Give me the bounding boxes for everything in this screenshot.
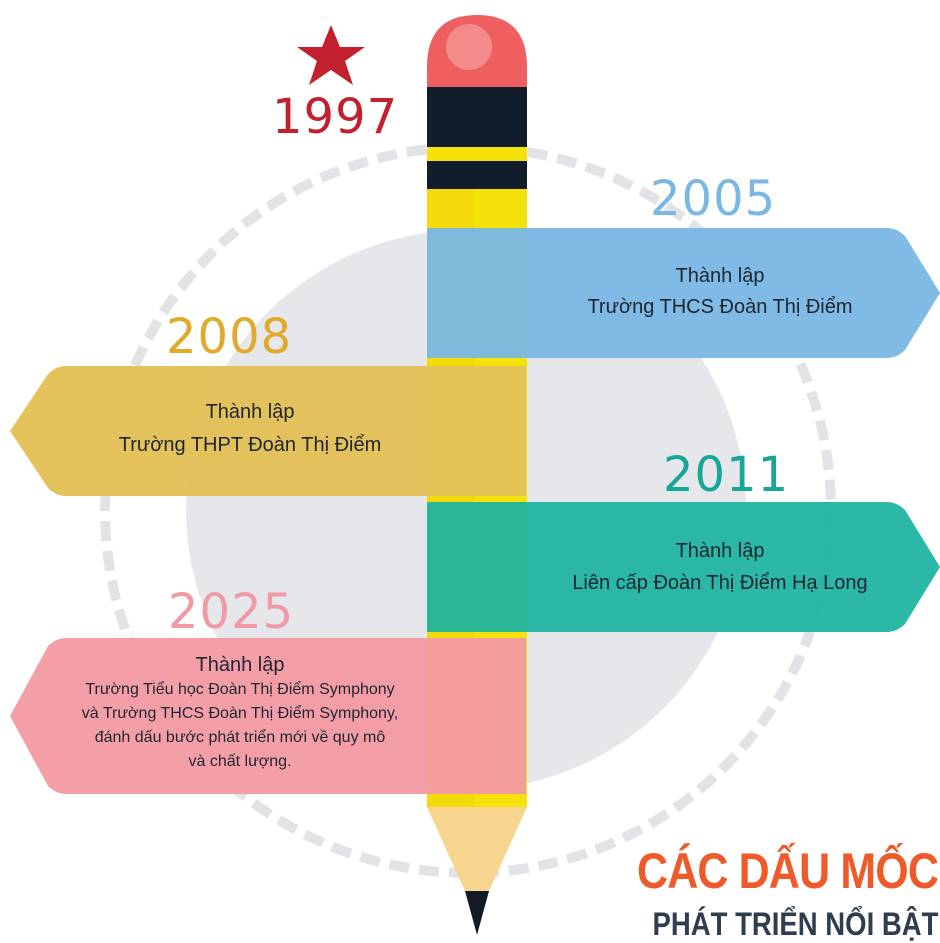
banner-2005-text: Thành lập Trường THCS Đoàn Thị Điểm — [540, 261, 900, 323]
year-2025: 2025 — [168, 584, 295, 640]
banner-2025-line2: Trường Tiểu học Đoàn Thị Điểm Symphony — [85, 681, 395, 698]
banner-2005-line2: Trường THCS Đoàn Thị Điểm — [587, 296, 853, 318]
year-1997: 1997 — [272, 89, 399, 145]
banner-2005 — [427, 228, 940, 358]
banner-2025-line4: đánh dấu bước phát triển mới về quy mô — [94, 729, 386, 746]
banner-2011-line2: Liên cấp Đoàn Thị Điểm Hạ Long — [572, 572, 868, 594]
year-2005: 2005 — [650, 171, 777, 227]
banner-2008-line1: Thành lập — [205, 401, 295, 423]
year-2008: 2008 — [166, 309, 293, 365]
banner-2008 — [10, 366, 526, 496]
banner-2025-line5: và chất lượng. — [188, 753, 292, 770]
title-line1: CÁC DẤU MỐC — [636, 843, 939, 899]
banner-2025-line1: Thành lập — [195, 654, 285, 676]
banner-2025-line3: và Trường THCS Đoàn Thị Điểm Symphony, — [81, 705, 399, 722]
title-line2: PHÁT TRIỂN NỔI BẬT — [652, 906, 938, 942]
banner-2005-line1: Thành lập — [675, 265, 765, 287]
banner-2011-line1: Thành lập — [675, 540, 765, 562]
banner-2025-text: Thành lập Trường Tiểu học Đoàn Thị Điểm … — [30, 652, 450, 774]
banner-2008-line2: Trường THPT Đoàn Thị Điểm — [118, 434, 382, 456]
year-2011: 2011 — [663, 447, 790, 503]
banner-2011 — [427, 502, 940, 632]
banner-2025 — [10, 638, 526, 794]
star-icon — [297, 25, 365, 85]
banner-2008-text: Thành lập Trường THPT Đoàn Thị Điểm — [60, 396, 440, 462]
banner-2011-text: Thành lập Liên cấp Đoàn Thị Điểm Hạ Long — [530, 535, 910, 599]
